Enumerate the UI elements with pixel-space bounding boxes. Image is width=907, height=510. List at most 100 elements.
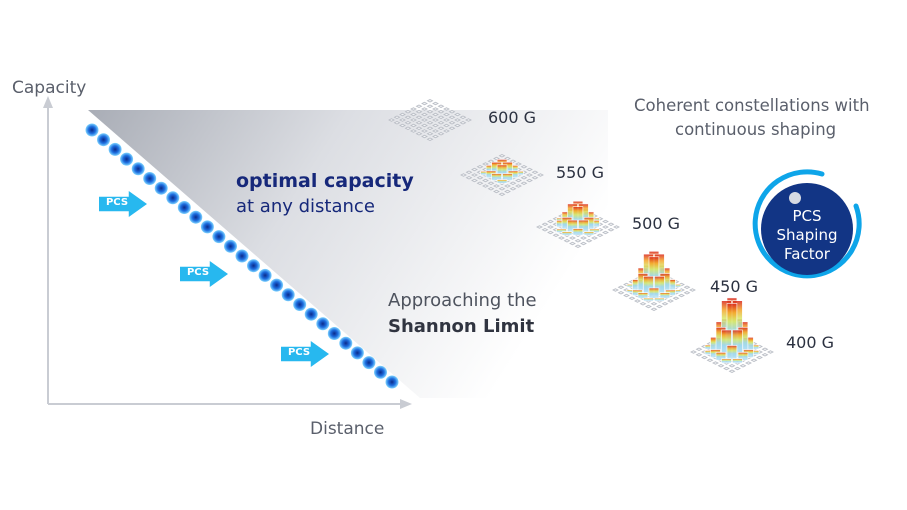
constellation-point [454,118,461,122]
capacity-dot [293,298,307,311]
capacity-dot [212,230,226,244]
constellation-point [695,347,703,351]
capacity-dot [304,307,318,321]
constellation-point [756,355,763,360]
constellation-point [459,121,467,125]
capacity-dot [270,278,284,292]
dial-line-3: Factor [784,245,830,263]
constellation-point [541,228,549,232]
constellation-point [426,132,434,136]
constellation-point [388,118,395,122]
shaping-column [572,228,584,236]
constellation-point [476,176,484,180]
shaping-column [496,164,508,178]
coherent-line-2: continuous shaping [675,120,837,139]
constellation-point [404,110,412,114]
constellation-point [410,129,417,133]
constellation-point [404,115,412,119]
constellation-point [421,134,428,139]
constellation-point [695,353,703,357]
capacity-dot [258,268,272,282]
constellation-point [415,115,423,119]
constellation-point [767,350,774,354]
pcs-arrow-label: PCS [287,347,311,358]
shaping-column [556,228,567,233]
constellation-point [410,118,417,122]
constellation-point [639,302,647,306]
constellation-point [426,115,434,119]
constellation-grid [536,200,620,248]
constellation-point [526,178,533,183]
constellation-point [745,361,752,365]
constellation-grid [460,154,544,196]
constellation-point [613,225,620,229]
constellation-point [602,225,609,229]
shaping-column [732,358,743,364]
constellation-point [617,291,625,295]
constellation-point [558,236,565,240]
constellation-point [602,230,609,235]
constellation-point [734,366,741,371]
constellation-point [585,239,593,243]
constellation-point [509,187,517,191]
constellation-point [426,121,434,125]
constellation-point [569,236,576,240]
pcs-arrow: PCS [99,191,147,217]
shaping-column [659,292,671,299]
constellation-point [580,241,587,246]
constellation-point [454,123,461,128]
constellation-point [723,366,730,371]
y-axis-label: Capacity [12,78,87,98]
constellation-point [426,137,434,141]
capacity-dot [362,356,376,370]
shaping-column [721,358,732,364]
constellation-point [410,112,417,117]
constellation-point [612,288,619,292]
optimal-capacity-subtitle: at any distance [236,196,375,217]
capacity-dot [108,142,122,156]
constellation-point [487,159,495,163]
constellation-point [443,112,450,117]
x-axis-label: Distance [310,419,385,439]
constellation-point [531,170,539,174]
capacity-dot [154,181,168,195]
constellation-point [432,129,439,133]
constellation-point [706,358,714,362]
constellation-point [683,285,691,289]
constellation-point [393,115,401,119]
constellation-point [476,181,484,185]
coherent-line-1: Coherent constellations with [634,96,870,115]
constellation-point [504,156,511,161]
constellation-point [526,167,533,172]
constellation-point [569,241,576,246]
constellation-point [421,112,428,117]
constellation-point [432,101,439,106]
constellation-label-550g: 550 G [556,163,605,182]
constellation-point [515,162,522,166]
constellation-point [432,134,439,139]
constellation-point [574,239,582,243]
constellation-point [426,104,434,108]
constellation-point [526,173,533,177]
constellation-label-450g: 450 G [710,277,759,296]
optimal-capacity-title: optimal capacity [236,170,414,192]
capacity-dot [385,375,399,389]
constellation-label-600g: 600 G [488,108,537,127]
dial-line-2: Shaping [776,226,838,244]
shaping-column [737,352,749,361]
constellation-point [498,187,506,191]
constellation-point [683,291,691,295]
constellation-point [443,129,450,133]
capacity-dot [177,201,191,214]
shaping-column [561,231,573,236]
constellation-point [432,118,439,122]
pcs-arrow-label: PCS [186,267,210,278]
constellation-point [487,181,495,185]
constellation-point [739,364,747,368]
shannon-line-2: Shannon Limit [388,316,535,337]
constellation-point [415,121,423,125]
constellation-point [515,178,522,183]
capacity-dot [143,172,157,185]
constellation-point [437,104,445,108]
